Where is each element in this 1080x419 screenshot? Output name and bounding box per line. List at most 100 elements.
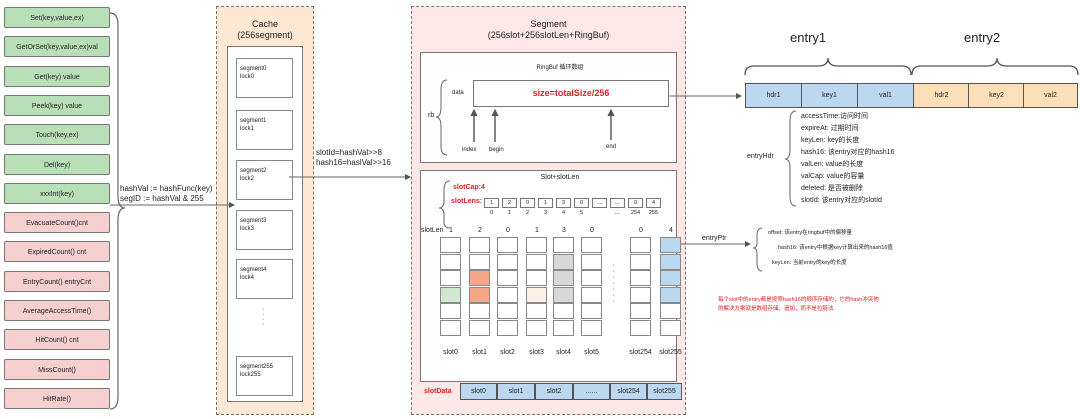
slot-data-cell: [526, 303, 547, 319]
slot-data-cell: [469, 237, 490, 253]
slot-count-label: 0: [639, 227, 643, 234]
slot-data-cell: [553, 253, 574, 270]
slot-data-cell: [469, 253, 490, 270]
method-button[interactable]: Peek(key) value: [4, 94, 110, 116]
slot-data-cell: [581, 270, 602, 286]
slotcap-label: slotCap:4: [453, 184, 485, 191]
index-pointer-label: index: [462, 147, 477, 153]
ringbuf-title: RingBuf 循环数组: [536, 65, 584, 71]
slotdata-cell: slot0: [460, 383, 497, 400]
slot-count-label: 0: [506, 227, 510, 234]
entry2-title: entry2: [964, 30, 1001, 45]
method-button[interactable]: Touch(key,ex): [4, 124, 110, 146]
slot-name-label: slot3: [529, 349, 544, 356]
slot-data-cell: [630, 319, 651, 336]
slot-data-cell: [630, 253, 651, 270]
slotlen-cell: 0: [520, 198, 535, 208]
entryhdr-field: valLen: value的长度: [801, 161, 864, 168]
hash-note-line2: segID := hashVal & 255: [120, 194, 204, 203]
slot-note-line1: slotId=hashVal>>8: [316, 148, 382, 157]
method-button[interactable]: xxxInt(key): [4, 182, 110, 204]
slotdata-cell: slot255: [647, 383, 682, 400]
slot-data-cell: [497, 286, 518, 303]
slot-data-cell: [660, 253, 681, 270]
slot-data-cell: [440, 286, 461, 303]
segment-item: segment1 lock1: [236, 110, 293, 150]
slotlen-cell: 2: [502, 198, 517, 208]
slot-data-cell: [497, 270, 518, 286]
slot-name-label: slot5: [584, 349, 599, 356]
slotlen-cell: 1: [484, 198, 499, 208]
slot-data-cell: [581, 303, 602, 319]
slot-name-label: slot1: [472, 349, 487, 356]
slotdata-cell: slot254: [610, 383, 647, 400]
method-brace: [109, 12, 126, 410]
slotdata-cell: slot2: [535, 383, 573, 400]
slot-data-cell: [526, 319, 547, 336]
slot-data-cell: [497, 319, 518, 336]
entryptr-field: offset: 该entry在ringbuf中的偏移量: [768, 230, 852, 236]
method-button[interactable]: MissCount(): [4, 358, 110, 380]
slotlen-index: 2: [525, 210, 530, 216]
entryhdr-field: hash16: 该entry对应的hash16: [801, 149, 895, 156]
slot-order-note-line2: 的解决方案就是数组存储，追加，而不是拉链法: [718, 306, 834, 312]
slotlen-index: 0: [489, 210, 494, 216]
entryhdr-brace: [784, 110, 797, 207]
slot-note: slotId=hashVal>>8 hash16=haslVal>>16: [316, 148, 391, 168]
slot-data-cell: [440, 270, 461, 286]
slot-name-label: slot4: [556, 349, 571, 356]
method-button[interactable]: AverageAccessTime(): [4, 300, 110, 321]
segment-lock: lock3: [240, 226, 255, 232]
hash-note-line1: hashVal := hashFunc(key): [120, 184, 213, 193]
slot-count-label: 3: [562, 227, 566, 234]
entry-field-cell: key2: [968, 83, 1025, 108]
cache-title: Cache (256segment): [216, 19, 314, 41]
segment-name: segment3: [240, 218, 267, 224]
slot-data-cell: [497, 237, 518, 253]
slot-data-cell: [469, 319, 490, 336]
slot-data-cell: [553, 270, 574, 286]
slot-data-cell: [526, 286, 547, 303]
method-button[interactable]: Del(key): [4, 153, 110, 175]
slot-count-label: 2: [478, 227, 482, 234]
method-button[interactable]: Get(key) value: [4, 65, 110, 87]
rb-label: rb: [428, 112, 435, 119]
slotlen-cell: ....: [610, 198, 625, 208]
segment-lock: lock1: [240, 126, 255, 132]
begin-pointer-label: begin: [489, 147, 504, 153]
slot-data-cell: [630, 237, 651, 253]
slot-data-cell: [440, 303, 461, 319]
slot-data-cell: [469, 303, 490, 319]
method-button[interactable]: EvacuateCount()cnt: [4, 212, 110, 234]
slot-data-cell: [469, 286, 490, 303]
method-button[interactable]: HitRate(): [4, 387, 110, 409]
method-button[interactable]: EntryCount() entryCnt: [4, 270, 110, 292]
entry1-brace: [744, 57, 912, 76]
slot-count-label: 1: [535, 227, 539, 234]
segment-name: segment2: [240, 168, 267, 174]
slot-data-cell: [553, 286, 574, 303]
data-label: data: [452, 90, 464, 96]
slotdata-label: slotData: [424, 388, 452, 395]
method-button[interactable]: HitCount() cnt: [4, 329, 110, 351]
cache-subtitle: (256segment): [237, 30, 293, 40]
entryhdr-field: accessTime:访问时间: [801, 113, 869, 120]
slot-data-cell: [660, 319, 681, 336]
slot-note-line2: hash16=haslVal>>16: [316, 158, 391, 167]
segment-name: segment255: [240, 364, 274, 370]
segment-name: segment4: [240, 267, 267, 273]
segment-item: segment255 lock255: [236, 356, 293, 396]
method-button[interactable]: ExpiredCount() cnt: [4, 241, 110, 263]
slotlens-label: slotLens:: [451, 198, 483, 205]
segment-lock: lock255: [240, 372, 261, 378]
entryhdr-field: expireAt: 过期时间: [801, 125, 859, 132]
segment-name: segment1: [240, 118, 267, 124]
method-button[interactable]: Set(key,value,ex): [4, 7, 110, 28]
slot-data-cell: [660, 286, 681, 303]
slotlen-cell: 4: [646, 198, 661, 208]
method-button[interactable]: GetOrSet(key,value,ex)val: [4, 36, 110, 58]
slot-data-cell: [581, 286, 602, 303]
slotlen-index: 3: [543, 210, 548, 216]
